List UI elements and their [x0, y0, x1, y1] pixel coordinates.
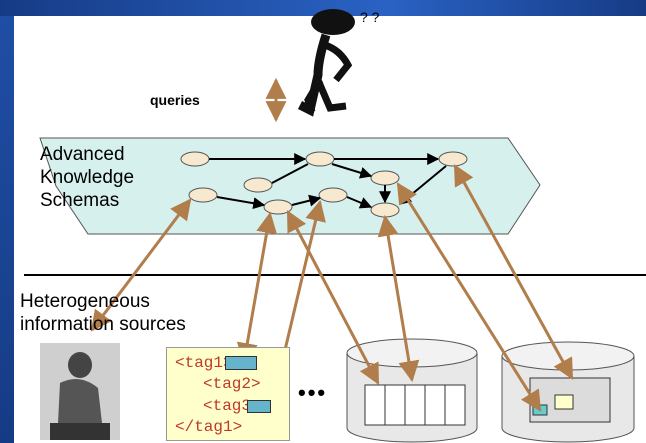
xml-tag-3: <tag3>: [203, 397, 261, 415]
xml-tag-close: </tag1>: [175, 418, 243, 436]
xml-document: <tag1> <tag2> <tag3> </tag1>: [166, 347, 290, 441]
slide-top-border: [0, 0, 646, 16]
xml-highlight-2: [247, 400, 271, 413]
sources-label-line1: Heterogeneous: [20, 291, 150, 312]
confused-person-icon: ? ?: [297, 9, 380, 117]
schema-label-line3: Schemas: [40, 190, 120, 211]
more-sources-ellipsis: •••: [298, 380, 328, 405]
xml-highlight-1: [225, 356, 257, 370]
slide-left-border: [0, 0, 14, 443]
queries-label: queries: [150, 92, 200, 108]
sources-label: Heterogeneous information sources: [20, 290, 186, 336]
mapping-arrows: [90, 164, 574, 412]
xml-tag-2: <tag2>: [203, 375, 261, 393]
svg-text:? ?: ? ?: [360, 9, 380, 25]
sources-label-line2: information sources: [20, 314, 186, 335]
thinker-statue-image: [40, 343, 120, 440]
database-1-icon: [346, 338, 478, 443]
database-2-icon: [501, 341, 635, 443]
xml-tag-1: <tag1>: [175, 354, 233, 372]
schema-label-line2: Knowledge: [40, 167, 135, 188]
schema-label-line1: Advanced: [40, 144, 125, 165]
